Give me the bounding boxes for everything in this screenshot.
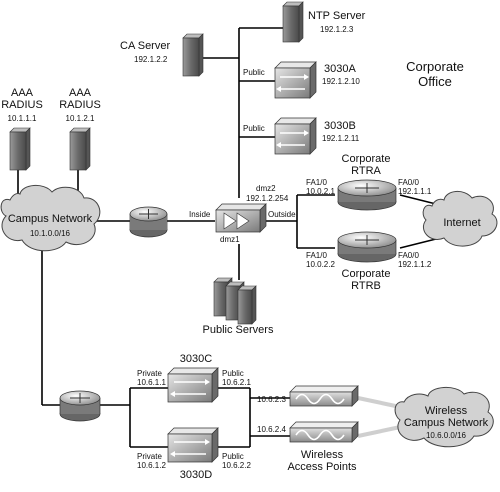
- aaa-radius-1-label-2: RADIUS: [1, 99, 43, 111]
- 3030d-private-ip: 10.6.1.2: [137, 461, 166, 470]
- firewall: dmz2 192.1.2.254 Inside Outside dmz1: [189, 184, 296, 244]
- corporate-office-label-1: Corporate: [406, 59, 464, 74]
- firewall-dmz1-label: dmz1: [220, 235, 240, 244]
- rtrb-fa00-ip: 192.1.1.2: [398, 260, 432, 269]
- 3030d-public-ip: 10.6.2.2: [222, 461, 251, 470]
- rtrb-fa00-label: FA0/0: [398, 251, 419, 260]
- branch-router: [59, 390, 101, 422]
- 3030a-port-label: Public: [243, 68, 265, 77]
- ca-server-ip: 192.1.2.2: [134, 55, 168, 64]
- rtrb-label-1: Corporate: [342, 268, 391, 280]
- public-servers: Public Servers: [203, 277, 274, 336]
- wireless-access-point-1: 10.6.2.3: [257, 385, 359, 407]
- corporate-rtra: Corporate RTRA FA1/0 10.0.2.1 FA0/0 192.…: [306, 153, 432, 211]
- ntp-server-ip: 192.1.2.3: [320, 25, 354, 34]
- concentrator-3030a: Public 3030A 192.1.2.10: [243, 61, 360, 99]
- 3030d-label: 3030D: [180, 469, 212, 481]
- ntp-server-label: NTP Server: [308, 10, 366, 22]
- 3030c-label: 3030C: [180, 353, 212, 365]
- wireless-campus-label-1: Wireless: [425, 405, 468, 417]
- ap2-ip: 10.6.2.4: [257, 425, 286, 434]
- aaa-radius-1-label-1: AAA: [11, 87, 34, 99]
- campus-router: [129, 206, 168, 238]
- rtrb-fa10-ip: 10.0.2.2: [306, 260, 335, 269]
- server-icon: [282, 1, 304, 43]
- rtra-fa00-ip: 192.1.1.1: [398, 187, 432, 196]
- firewall-dmz2-ip: 192.1.2.254: [246, 194, 289, 203]
- vpn-concentrator-icon: [274, 61, 317, 99]
- aaa-radius-2-ip: 10.1.2.1: [66, 114, 95, 123]
- aaa-radius-1-ip: 10.1.1.1: [8, 114, 37, 123]
- ap-label-2: Access Points: [287, 461, 357, 473]
- firewall-inside-label: Inside: [189, 210, 211, 219]
- rtra-label-1: Corporate: [342, 153, 391, 165]
- vpn-concentrator-icon: [274, 117, 317, 155]
- 3030c-public-label: Public: [222, 369, 244, 378]
- 3030b-ip: 192.1.2.11: [322, 134, 360, 143]
- corporate-office-title: Corporate Office: [406, 59, 464, 89]
- router-icon: [337, 231, 397, 263]
- aaa-radius-server-1: AAA RADIUS 10.1.1.1: [1, 87, 43, 171]
- ntp-server: NTP Server 192.1.2.3: [282, 1, 366, 43]
- router-icon: [59, 390, 101, 422]
- rtrb-label-2: RTRB: [351, 280, 381, 292]
- rtra-fa10-label: FA1/0: [306, 178, 327, 187]
- internet-cloud: Internet: [422, 191, 498, 247]
- vpn-concentrator-icon: [167, 367, 219, 403]
- ap1-ip: 10.6.2.3: [257, 395, 286, 404]
- 3030b-label: 3030B: [324, 120, 356, 132]
- wireless-access-point-2: 10.6.2.4 Wireless Access Points: [257, 421, 359, 473]
- public-servers-label: Public Servers: [203, 324, 274, 336]
- access-point-icon: [289, 421, 359, 443]
- internet-label: Internet: [443, 217, 480, 229]
- wireless-campus-label-2: Campus Network: [404, 417, 489, 429]
- concentrator-3030d: 3030D Private 10.6.1.2 Public 10.6.2.2: [137, 427, 251, 481]
- rtra-fa10-ip: 10.0.2.1: [306, 187, 335, 196]
- campus-network-subnet: 10.1.0.0/16: [30, 229, 71, 238]
- campus-network-label: Campus Network: [8, 213, 93, 225]
- aaa-radius-server-2: AAA RADIUS 10.1.2.1: [59, 87, 101, 171]
- 3030d-public-label: Public: [222, 452, 244, 461]
- corporate-office-label-2: Office: [418, 74, 452, 89]
- ap-label-1: Wireless: [301, 449, 344, 461]
- firewall-dmz2-label: dmz2: [256, 184, 276, 193]
- rtra-fa00-label: FA0/0: [398, 178, 419, 187]
- ca-server: CA Server 192.1.2.2: [120, 33, 204, 77]
- 3030a-label: 3030A: [324, 63, 356, 75]
- 3030a-ip: 192.1.2.10: [322, 77, 360, 86]
- 3030c-private-ip: 10.6.1.1: [137, 378, 166, 387]
- firewall-icon: [215, 203, 267, 233]
- corporate-rtrb: Corporate RTRB FA1/0 10.0.2.2 FA0/0 192.…: [306, 231, 432, 292]
- concentrator-3030b: Public 3030B 192.1.2.11: [243, 117, 360, 155]
- server-icon: [182, 33, 204, 77]
- vpn-concentrator-icon: [167, 427, 219, 463]
- server-icon: [69, 127, 91, 171]
- aaa-radius-2-label-1: AAA: [69, 87, 92, 99]
- ca-server-label: CA Server: [120, 40, 170, 52]
- 3030d-private-label: Private: [137, 452, 162, 461]
- server-icon: [213, 277, 257, 325]
- access-point-icon: [289, 385, 359, 407]
- 3030c-private-label: Private: [137, 369, 162, 378]
- 3030c-public-ip: 10.6.2.1: [222, 378, 251, 387]
- server-icon: [9, 127, 31, 171]
- rtra-label-2: RTRA: [351, 165, 381, 177]
- rtrb-fa10-label: FA1/0: [306, 251, 327, 260]
- 3030b-port-label: Public: [243, 124, 265, 133]
- router-icon: [129, 206, 168, 238]
- aaa-radius-2-label-2: RADIUS: [59, 99, 101, 111]
- wireless-campus-subnet: 10.6.0.0/16: [426, 431, 467, 440]
- campus-network-cloud: Campus Network 10.1.0.0/16: [0, 185, 101, 252]
- router-icon: [337, 179, 397, 211]
- firewall-outside-label: Outside: [268, 210, 296, 219]
- wireless-campus-cloud: Wireless Campus Network 10.6.0.0/16: [394, 387, 494, 448]
- concentrator-3030c: 3030C Private 10.6.1.1 Public 10.6.2.1: [137, 353, 251, 403]
